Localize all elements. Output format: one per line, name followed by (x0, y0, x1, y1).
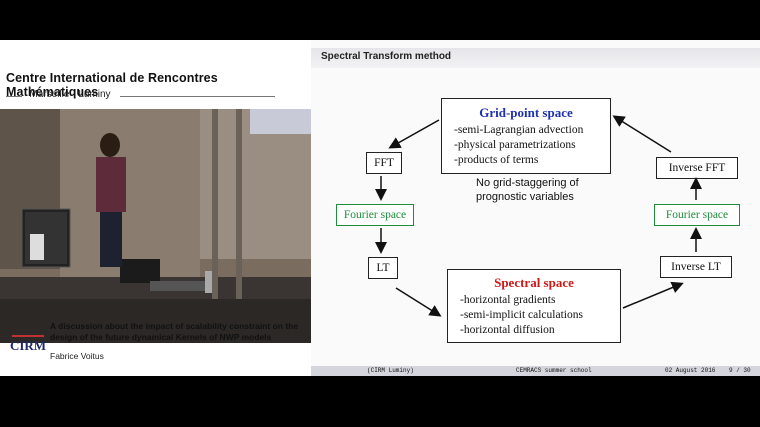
spectral-heading: Spectral space (494, 275, 574, 290)
note: No grid-staggering of prognostic variabl… (476, 176, 579, 204)
inverse-lt-box: Inverse LT (660, 256, 732, 278)
footer-left: (CIRM Luminy) (367, 367, 414, 374)
speaker-name: Fabrice Voitus (50, 351, 104, 361)
footer-page: 9 / 30 (729, 367, 751, 374)
arrow (388, 119, 440, 149)
spectral-line: -horizontal gradients (460, 294, 556, 306)
grid-point-heading: Grid-point space (479, 105, 573, 120)
note-line: No grid-staggering of (476, 177, 579, 189)
slide: Spectral Transform method Grid-point spa… (311, 40, 760, 376)
fft-box: FFT (366, 152, 402, 174)
grid-point-box: Grid-point space -semi-Lagrangian advect… (441, 98, 611, 174)
spectral-line: -horizontal diffusion (460, 324, 555, 336)
talk-title: A discussion about the impact of scalabi… (50, 321, 299, 342)
location: Marseille - Luminy (29, 89, 111, 100)
slide-header: Spectral Transform method (311, 48, 760, 68)
grid-line: -semi-Lagrangian advection (454, 124, 584, 136)
spectral-box: Spectral space -horizontal gradients -se… (447, 269, 621, 343)
grid-line: -physical parametrizations (454, 139, 576, 151)
fourier-space-left: Fourier space (336, 204, 414, 226)
svg-text:CIRM: CIRM (10, 338, 46, 353)
grid-line: -products of terms (454, 154, 539, 166)
lt-box: LT (368, 257, 398, 279)
org-name: Centre International de Rencontres Mathé… (6, 71, 218, 99)
cirm-logo: CIRM (10, 335, 46, 353)
divider (120, 96, 275, 97)
note-line: prognostic variables (476, 191, 574, 203)
speaker-video (0, 109, 311, 343)
spectral-line: -semi-implicit calculations (460, 309, 583, 321)
footer-center: CEMRACS summer school (516, 367, 592, 374)
arrow (612, 115, 672, 153)
speaker-panel: Centre International de Rencontres Mathé… (0, 40, 311, 376)
footer-date: 02 August 2016 (665, 367, 716, 374)
divider (6, 96, 22, 97)
inverse-fft-box: Inverse FFT (656, 157, 738, 179)
flow-arrows (375, 115, 702, 317)
arrow (622, 281, 684, 309)
video-frame: Centre International de Rencontres Mathé… (0, 40, 760, 376)
slide-footer: (CIRM Luminy) CEMRACS summer school 02 A… (311, 366, 760, 376)
fourier-space-right: Fourier space (654, 204, 740, 226)
slide-title: Spectral Transform method (321, 51, 452, 62)
arrow (395, 287, 442, 317)
